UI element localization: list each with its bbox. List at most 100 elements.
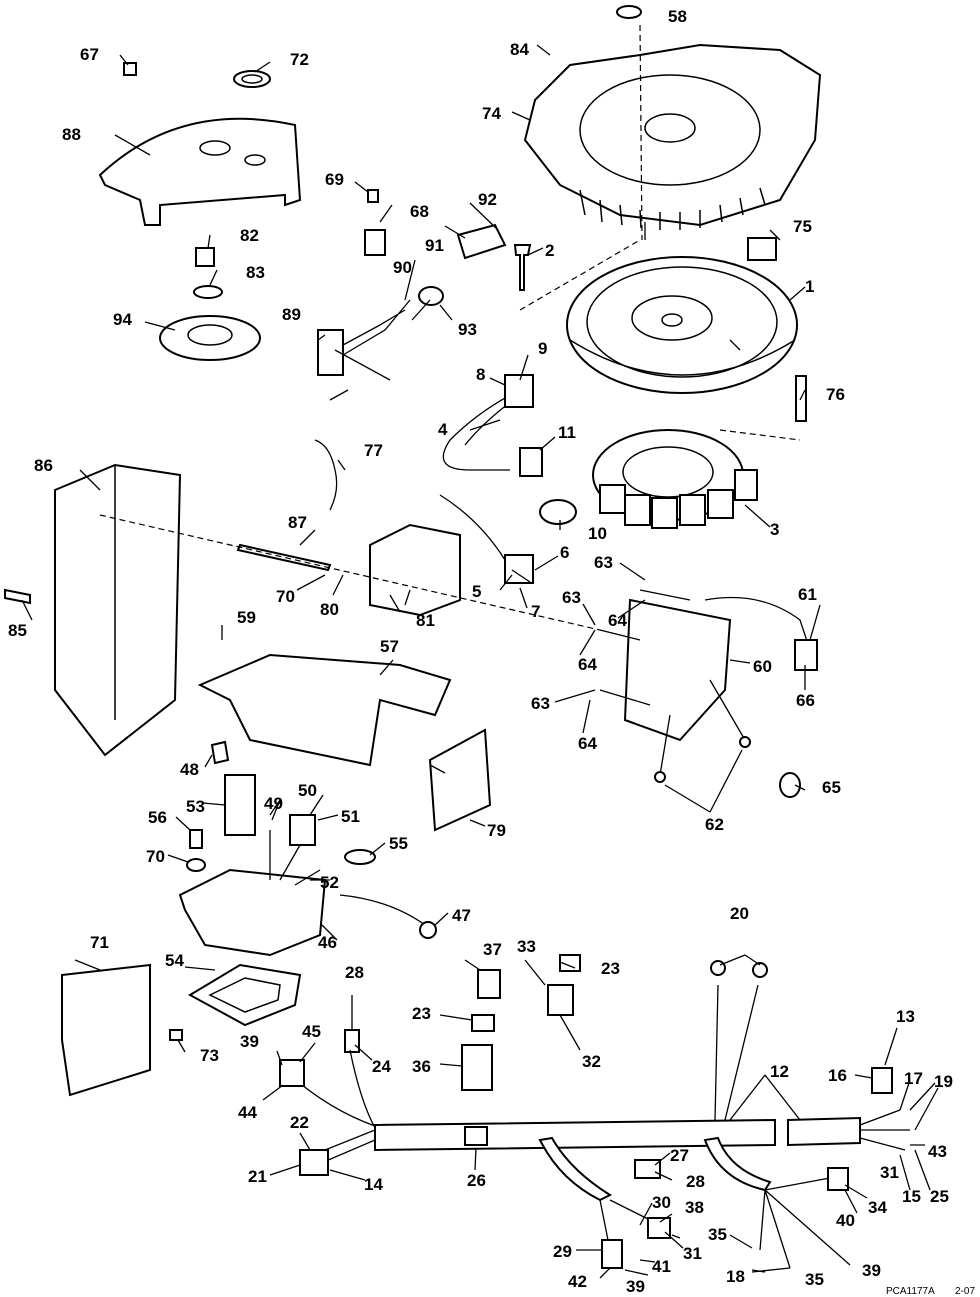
- callout-70b: 70: [146, 847, 165, 866]
- callout-90: 90: [393, 258, 412, 277]
- sensor-89: [317, 299, 411, 376]
- callout-64c: 64: [578, 734, 597, 753]
- bolt-82: [195, 247, 215, 267]
- callout-64b: 64: [578, 655, 597, 674]
- callout-6: 6: [560, 543, 569, 562]
- callout-16: 16: [828, 1066, 847, 1085]
- clamp-55: [344, 849, 376, 865]
- callout-61: 61: [798, 585, 817, 604]
- clip-65: [779, 772, 801, 798]
- callout-76: 76: [826, 385, 845, 404]
- callout-66: 66: [796, 691, 815, 710]
- screw-67: [123, 62, 137, 76]
- callout-88: 88: [62, 125, 81, 144]
- terminal-50: [289, 814, 316, 846]
- callout-1: 1: [805, 277, 814, 296]
- nut-75: [747, 237, 777, 261]
- flywheel: [566, 256, 798, 394]
- callout-3: 3: [770, 520, 779, 539]
- callout-40: 40: [836, 1211, 855, 1230]
- callout-52: 52: [320, 873, 339, 892]
- ground-lead-47: [339, 894, 437, 939]
- clamp-11: [519, 447, 543, 477]
- callout-93: 93: [458, 320, 477, 339]
- callout-55: 55: [389, 834, 408, 853]
- callout-87: 87: [288, 513, 307, 532]
- washer-83: [193, 285, 223, 299]
- callout-7: 7: [531, 602, 540, 621]
- callout-21: 21: [248, 1167, 267, 1186]
- callout-64a: 64: [608, 611, 627, 630]
- callout-68: 68: [410, 202, 429, 221]
- callout-26: 26: [467, 1171, 486, 1190]
- callout-34: 34: [868, 1198, 887, 1217]
- callout-54: 54: [165, 951, 184, 970]
- callout-23b: 23: [412, 1004, 431, 1023]
- callout-41: 41: [652, 1257, 671, 1276]
- bolt-56: [189, 829, 203, 849]
- callout-31b: 31: [683, 1244, 702, 1263]
- callout-31a: 31: [880, 1163, 899, 1182]
- callout-28b: 28: [686, 1172, 705, 1191]
- callout-71: 71: [90, 933, 109, 952]
- callout-12: 12: [770, 1062, 789, 1081]
- clip-48: [210, 740, 230, 765]
- callout-23a: 23: [601, 959, 620, 978]
- callout-59: 59: [237, 608, 256, 627]
- callout-69: 69: [325, 170, 344, 189]
- callout-92: 92: [478, 190, 497, 209]
- stator: [592, 429, 758, 529]
- callout-37: 37: [483, 940, 502, 959]
- callout-10: 10: [588, 524, 607, 543]
- callout-73: 73: [200, 1046, 219, 1065]
- timer-base-88: [98, 117, 302, 226]
- nut-93: [418, 286, 444, 306]
- callout-58: 58: [668, 7, 687, 26]
- washer-70: [186, 858, 206, 872]
- main-harness-12: [279, 960, 910, 1269]
- coil-leads-63: [599, 589, 691, 706]
- callout-62: 62: [705, 815, 724, 834]
- page-ref: 2-07: [955, 1286, 975, 1297]
- connector-91: [456, 223, 507, 260]
- callout-49: 49: [264, 794, 283, 813]
- gasket-54: [187, 963, 302, 1027]
- callout-43: 43: [928, 1142, 947, 1161]
- bolt-87: [236, 543, 332, 572]
- callout-20: 20: [730, 904, 749, 923]
- callout-9: 9: [538, 339, 547, 358]
- callout-75: 75: [793, 217, 812, 236]
- callout-5: 5: [472, 582, 481, 601]
- callout-38: 38: [685, 1198, 704, 1217]
- callout-36: 36: [412, 1057, 431, 1076]
- callout-63b: 63: [562, 588, 581, 607]
- callout-42: 42: [568, 1272, 587, 1291]
- boot-71: [61, 963, 151, 1097]
- callout-30: 30: [652, 1193, 671, 1212]
- callout-45: 45: [302, 1022, 321, 1041]
- plate-79: [428, 728, 492, 832]
- callout-84: 84: [510, 40, 529, 59]
- screw-85: [4, 588, 31, 605]
- cap-58: [616, 5, 642, 19]
- cover-86: [54, 463, 182, 757]
- callout-27: 27: [670, 1146, 689, 1165]
- leader-lines: [21, 44, 939, 1279]
- callout-81: 81: [416, 611, 435, 630]
- screw-2: [513, 244, 532, 291]
- callout-50: 50: [298, 781, 317, 800]
- figure-code: PCA1177A: [886, 1286, 935, 1297]
- callout-32: 32: [582, 1052, 601, 1071]
- callout-22: 22: [290, 1113, 309, 1132]
- plug-37-36: [461, 969, 501, 1091]
- callout-8: 8: [476, 365, 485, 384]
- callout-33: 33: [517, 937, 536, 956]
- callout-46: 46: [318, 933, 337, 952]
- rectifier-46: [178, 830, 327, 957]
- callout-82: 82: [240, 226, 259, 245]
- callout-79: 79: [487, 821, 506, 840]
- screw-69: [367, 189, 379, 203]
- ground-lead-62: [654, 679, 751, 783]
- screw-73: [169, 1029, 183, 1041]
